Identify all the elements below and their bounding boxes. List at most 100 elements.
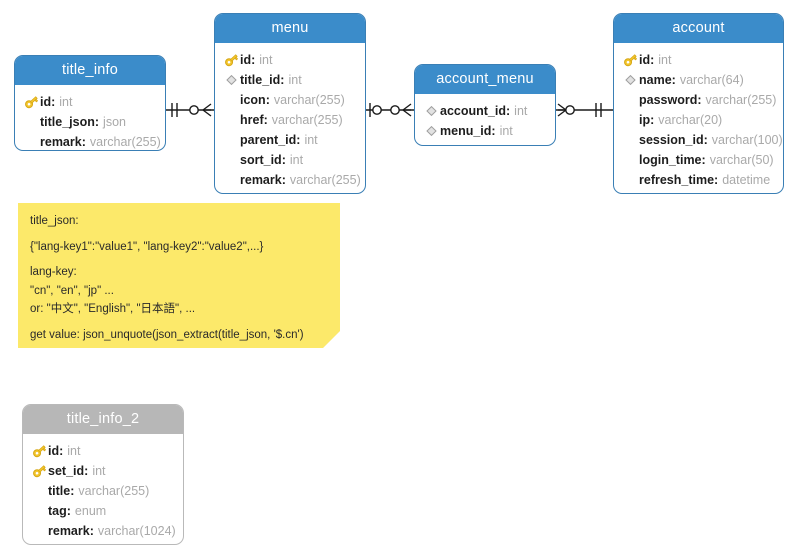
field-separator: : bbox=[701, 153, 706, 167]
field-separator: : bbox=[714, 173, 719, 187]
field-type: varchar(50) bbox=[709, 153, 774, 167]
field-type: varchar(100) bbox=[711, 133, 783, 147]
field-type: enum bbox=[74, 504, 107, 518]
field-row[interactable]: tag:enum bbox=[23, 501, 183, 521]
field-separator: : bbox=[84, 464, 89, 478]
field-separator: : bbox=[281, 173, 286, 187]
field-name: login_time bbox=[639, 153, 702, 167]
field-name: id bbox=[40, 95, 52, 109]
field-type: int bbox=[67, 444, 81, 458]
field-marker-none bbox=[622, 92, 639, 108]
field-row[interactable]: id:int bbox=[215, 50, 365, 70]
field-name: tag bbox=[48, 504, 67, 518]
field-marker-none bbox=[622, 172, 639, 188]
field-row[interactable]: id:int bbox=[15, 92, 165, 112]
field-marker-none bbox=[223, 152, 240, 168]
key-icon bbox=[31, 443, 48, 459]
field-row[interactable]: login_time:varchar(50) bbox=[614, 150, 783, 170]
field-row[interactable]: id:int bbox=[23, 441, 183, 461]
diamond-icon bbox=[423, 123, 440, 139]
key-icon bbox=[622, 52, 639, 68]
field-name: sort_id bbox=[240, 153, 282, 167]
field-name: menu_id bbox=[440, 124, 492, 138]
field-type: varchar(255) bbox=[273, 93, 345, 107]
field-separator: : bbox=[94, 115, 100, 129]
field-row[interactable]: refresh_time:datetime bbox=[614, 170, 783, 190]
field-name: ip bbox=[639, 113, 651, 127]
note-line: title_json: bbox=[30, 215, 79, 227]
note-line: {"lang-key1":"value1", "lang-key2":"valu… bbox=[30, 240, 264, 253]
field-separator: : bbox=[89, 524, 94, 538]
field-row[interactable]: set_id:int bbox=[23, 461, 183, 481]
field-type: varchar(255) bbox=[705, 93, 777, 107]
field-row[interactable]: password:varchar(255) bbox=[614, 90, 783, 110]
field-type: varchar(255) bbox=[89, 135, 161, 149]
diamond-icon bbox=[423, 103, 440, 119]
field-separator: : bbox=[81, 135, 86, 149]
field-row[interactable]: account_id:int bbox=[415, 101, 555, 121]
field-separator: : bbox=[281, 153, 286, 167]
field-separator: : bbox=[491, 124, 496, 138]
field-type: varchar(64) bbox=[679, 73, 744, 87]
field-separator: : bbox=[280, 73, 285, 87]
field-separator: : bbox=[650, 113, 655, 127]
field-name: name bbox=[639, 73, 672, 87]
title_json-note[interactable]: title_json: {"lang-key1":"value1", "lang-… bbox=[18, 203, 340, 348]
entity-title-account: account bbox=[614, 14, 783, 43]
field-name: parent_id bbox=[240, 133, 297, 147]
field-type: int bbox=[259, 53, 273, 67]
field-marker-none bbox=[31, 483, 48, 499]
field-separator: : bbox=[265, 93, 270, 107]
field-type: int bbox=[289, 153, 304, 167]
diamond-icon bbox=[622, 72, 639, 88]
field-marker-none bbox=[223, 172, 240, 188]
field-marker-none bbox=[622, 152, 639, 168]
field-name: title_id bbox=[240, 73, 281, 87]
field-row[interactable]: sort_id:int bbox=[215, 150, 365, 170]
field-row[interactable]: id:int bbox=[614, 50, 783, 70]
field-row[interactable]: icon:varchar(255) bbox=[215, 90, 365, 110]
field-type: datetime bbox=[722, 173, 771, 187]
field-type: varchar(255) bbox=[289, 173, 361, 187]
entity-title-menu: menu bbox=[215, 14, 365, 43]
field-row[interactable]: ip:varchar(20) bbox=[614, 110, 783, 130]
field-row[interactable]: href:varchar(255) bbox=[215, 110, 365, 130]
field-name: session_id bbox=[639, 133, 704, 147]
field-row[interactable]: menu_id:int bbox=[415, 121, 555, 141]
field-type: int bbox=[288, 73, 302, 87]
field-marker-none bbox=[622, 112, 639, 128]
relationship-account_menu-account bbox=[556, 103, 613, 117]
field-row[interactable]: remark:varchar(255) bbox=[215, 170, 365, 190]
field-marker-none bbox=[622, 132, 639, 148]
field-row[interactable]: title_json:json bbox=[15, 112, 165, 132]
key-icon bbox=[223, 52, 240, 68]
field-name: icon bbox=[240, 93, 266, 107]
relationship-menu-account_menu bbox=[366, 103, 414, 117]
field-row[interactable]: parent_id:int bbox=[215, 130, 365, 150]
field-row[interactable]: session_id:varchar(100) bbox=[614, 130, 783, 150]
field-row[interactable]: name:varchar(64) bbox=[614, 70, 783, 90]
field-separator: : bbox=[263, 113, 268, 127]
diamond-icon bbox=[223, 72, 240, 88]
field-separator: : bbox=[697, 93, 702, 107]
field-type: varchar(255) bbox=[271, 113, 343, 127]
field-separator: : bbox=[703, 133, 708, 147]
field-row[interactable]: title:varchar(255) bbox=[23, 481, 183, 501]
field-separator: : bbox=[650, 53, 655, 67]
field-separator: : bbox=[59, 444, 64, 458]
field-row[interactable]: remark:varchar(255) bbox=[15, 132, 165, 150]
field-type: int bbox=[92, 464, 106, 478]
key-icon bbox=[23, 94, 40, 110]
entity-title-title_info: title_info bbox=[15, 56, 165, 85]
field-name: set_id bbox=[48, 464, 85, 478]
field-row[interactable]: title_id:int bbox=[215, 70, 365, 90]
field-row[interactable]: remark:varchar(1024) bbox=[23, 521, 183, 541]
field-marker-none bbox=[23, 134, 40, 150]
field-separator: : bbox=[51, 95, 56, 109]
